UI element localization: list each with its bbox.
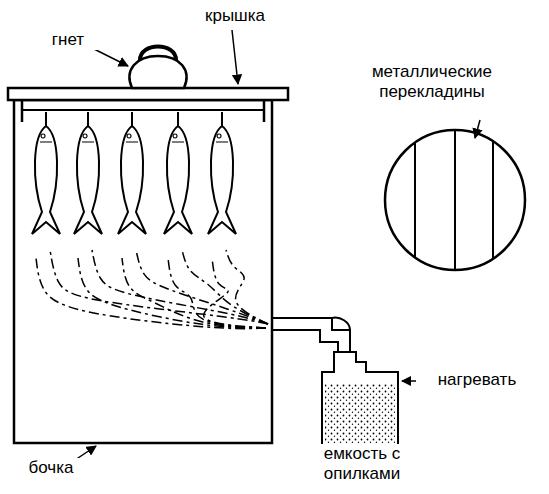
pipe-elbow [332,318,350,330]
fish-detail [40,134,52,142]
pipe [272,318,350,352]
lid-cross-section [385,130,525,270]
part-label: емкость с опилками [300,444,424,483]
part-label: крышка [188,6,282,26]
smoke-stream [168,258,266,328]
metal-bars [415,130,493,270]
lid-rim [22,100,264,122]
smoke-stream [92,250,268,324]
smoke-stream [36,258,266,329]
smoke-stream [78,258,266,328]
fish-detail [216,134,228,142]
fish [74,112,102,234]
sawdust [325,384,395,446]
smoke-stream [136,250,268,324]
barrel [14,100,272,443]
fish [164,112,192,234]
fish [208,112,236,234]
smoke-stream [204,258,266,328]
sawdust-container [322,352,398,448]
part-label: металлические перекладины [330,62,534,101]
rail [22,109,264,111]
fish-detail [172,134,184,142]
part-label: бочка [14,458,88,478]
weight [130,56,187,88]
fish [118,112,146,234]
fish-detail [126,134,138,142]
lid [8,88,288,100]
smoke-stream [182,250,268,324]
smoke-stream [122,258,266,328]
smoke-stream [226,250,268,324]
part-label: нагревать [420,370,534,390]
smoke-stream [50,250,268,324]
fish-group [32,112,236,234]
fish [32,112,60,234]
part-label: гнет [36,30,100,50]
fish-detail [82,134,94,142]
smoke [36,250,268,329]
